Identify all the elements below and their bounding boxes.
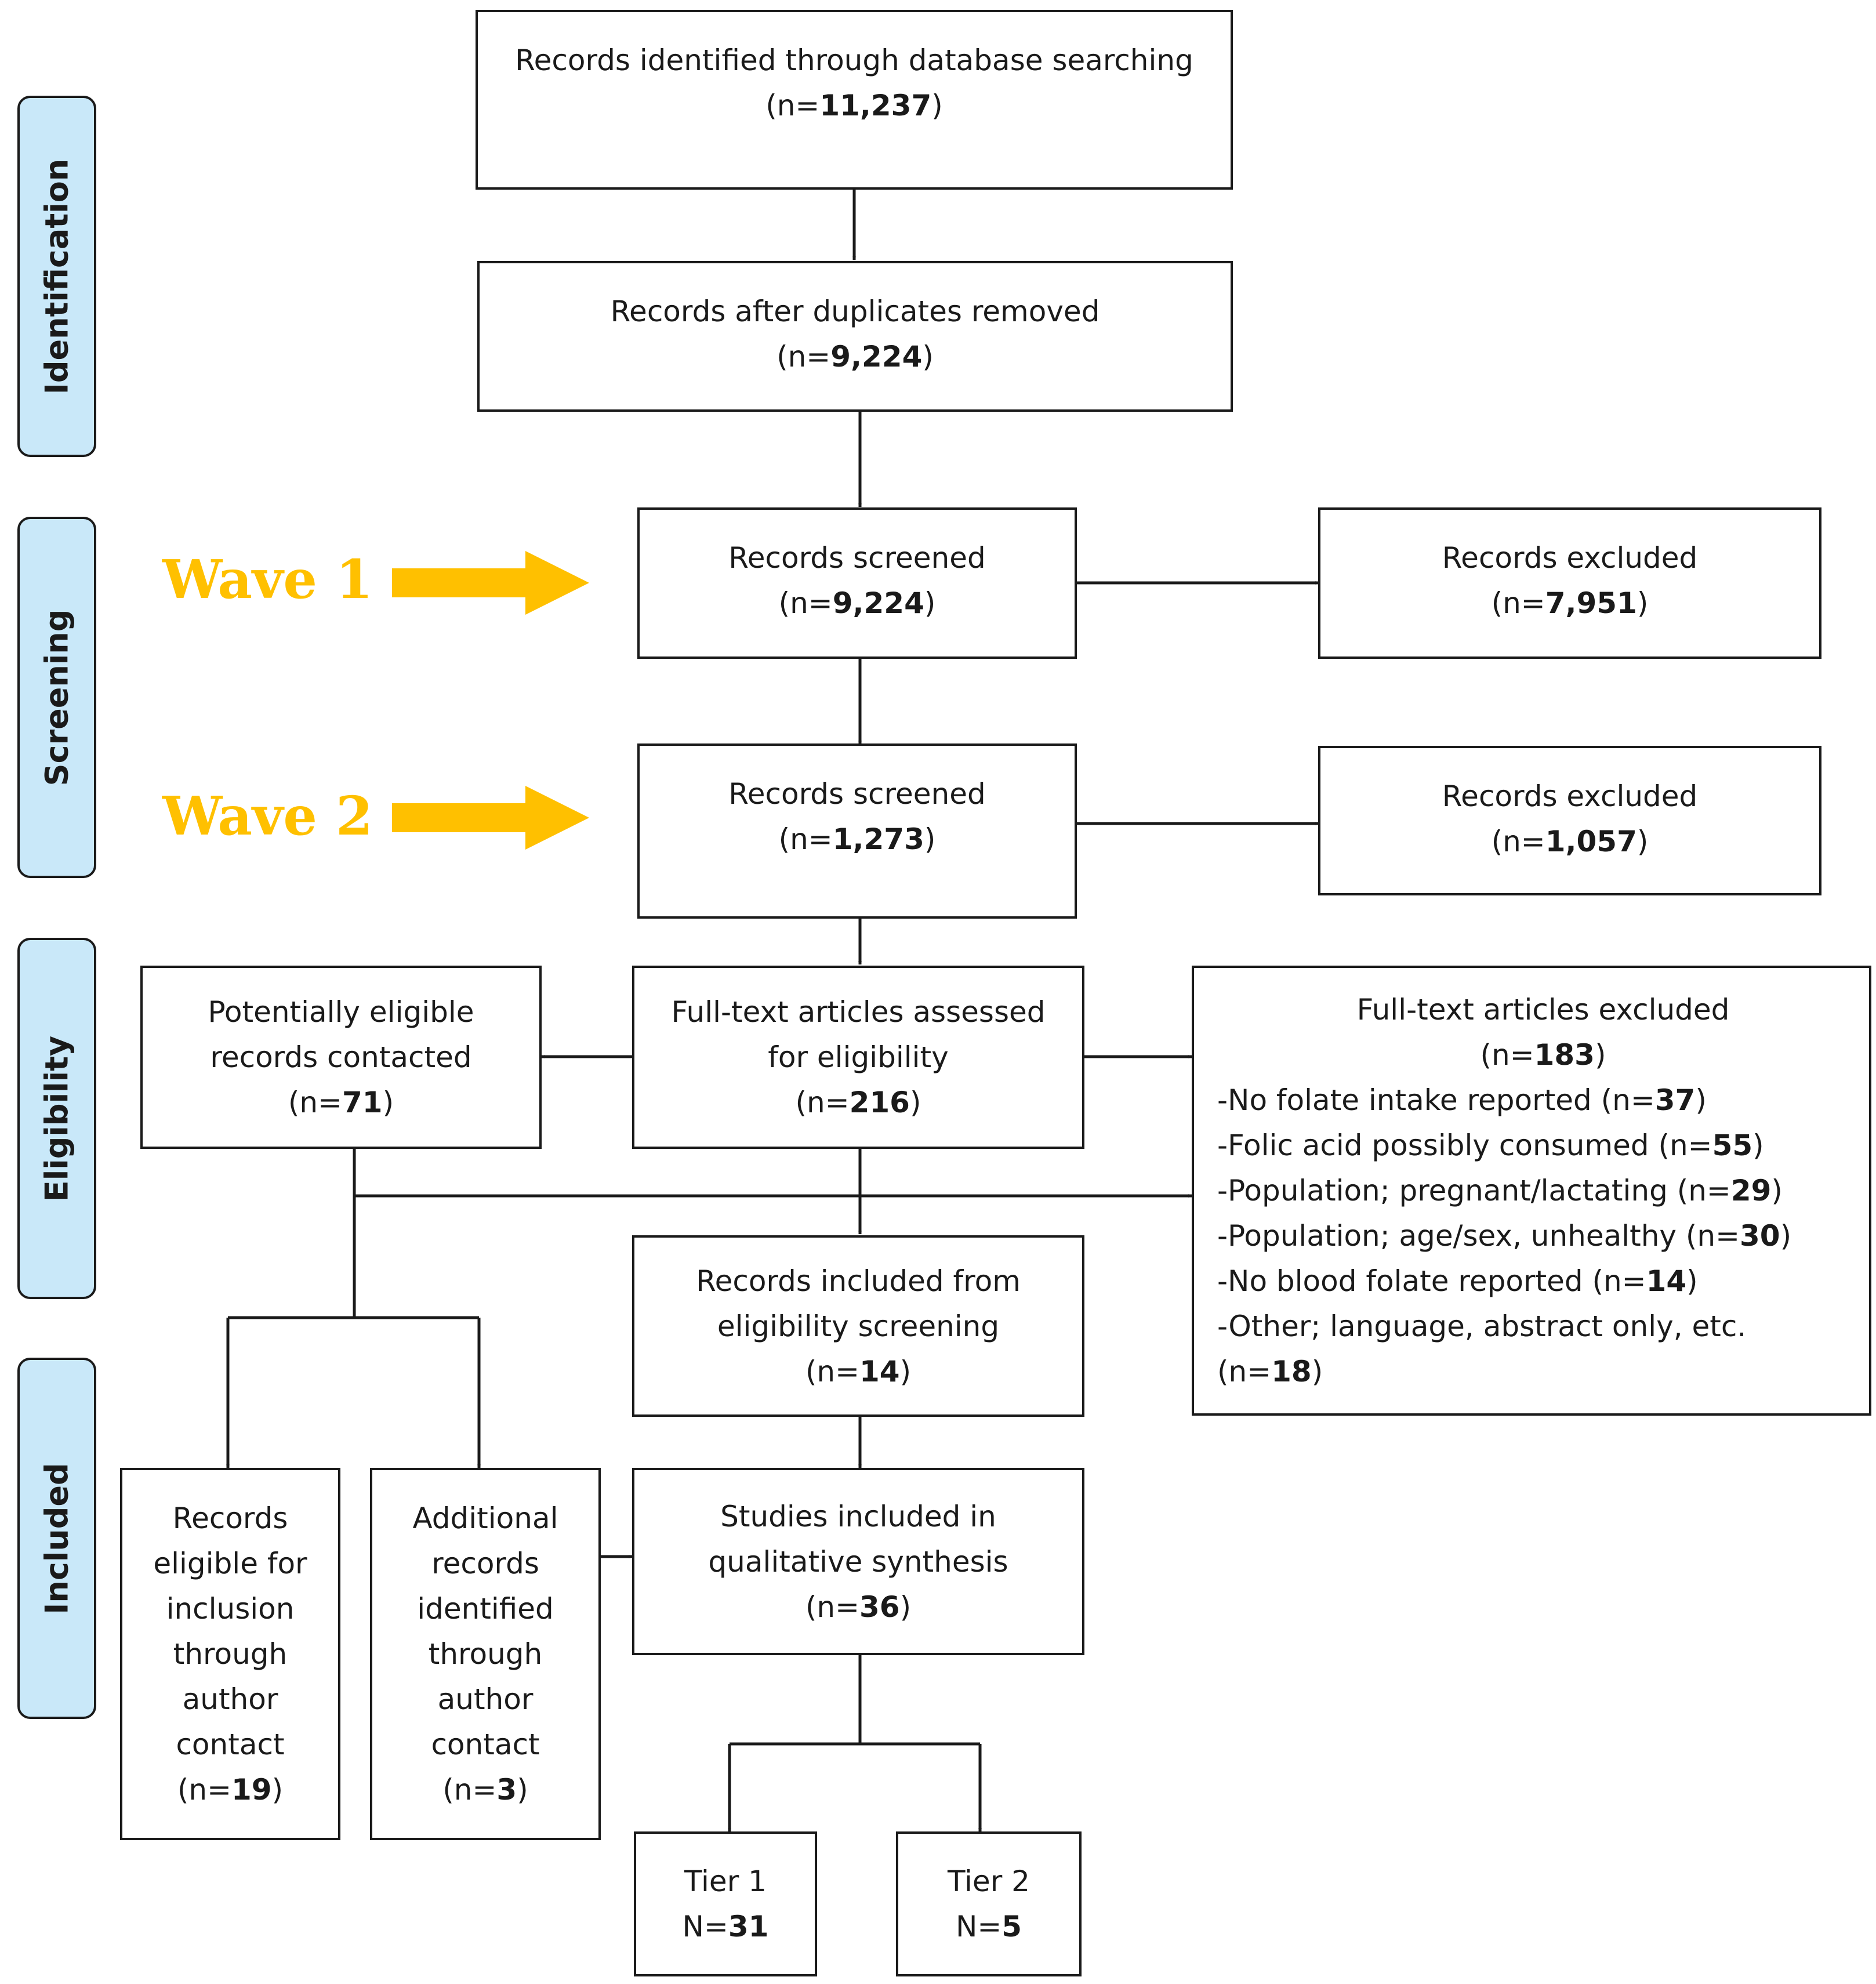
node-screened-w1: Records screened (n=9,224) <box>637 507 1077 659</box>
exclusion-reason: -Population; pregnant/lactating (n=29) <box>1217 1174 1783 1207</box>
node-count: N=5 <box>955 1910 1022 1943</box>
stage-screening: Screening <box>17 517 96 878</box>
node-count: (n=216) <box>795 1086 921 1119</box>
node-count: (n=71) <box>288 1086 394 1119</box>
node-count: (n=19) <box>177 1773 284 1807</box>
stage-identification: Identification <box>17 96 96 457</box>
node-count: (n=9,224) <box>778 586 936 620</box>
node-count: (n=3) <box>442 1773 528 1807</box>
stage-label: Included <box>38 1462 75 1615</box>
node-screened-w2: Records screened (n=1,273) <box>637 743 1077 919</box>
wave-1-arrow-icon <box>392 551 589 615</box>
wave-2-arrow-icon <box>392 786 589 850</box>
node-deduplicated: Records after duplicates removed (n=9,22… <box>477 261 1233 412</box>
node-tier1: Tier 1 N=31 <box>634 1831 817 1976</box>
node-count: (n=9,224) <box>776 340 934 373</box>
exclusion-reason: (n=18) <box>1217 1355 1323 1388</box>
stage-label: Eligibility <box>38 1035 75 1202</box>
node-count: (n=183) <box>1480 1038 1606 1072</box>
node-excluded-w2: Records excluded (n=1,057) <box>1318 746 1821 895</box>
node-author-contact-additional: Additional records identified through au… <box>370 1468 601 1840</box>
node-count: (n=11,237) <box>765 89 943 122</box>
node-count: (n=7,951) <box>1491 586 1649 620</box>
node-fulltext-excluded: Full-text articles excluded (n=183) -No … <box>1192 966 1871 1416</box>
node-included-eligibility: Records included from eligibility screen… <box>632 1235 1084 1417</box>
stage-label: Identification <box>38 158 75 394</box>
stage-label: Screening <box>38 609 75 786</box>
wave-2-label: Wave 2 <box>162 785 373 847</box>
node-count: (n=1,057) <box>1491 825 1649 858</box>
node-count: (n=1,273) <box>778 822 936 856</box>
node-count: (n=36) <box>805 1590 912 1624</box>
node-contacted: Potentially eligible records contacted (… <box>140 966 542 1149</box>
wave-1-label: Wave 1 <box>162 548 373 611</box>
exclusion-reason: -No folate intake reported (n=37) <box>1217 1083 1707 1117</box>
exclusion-reason: -No blood folate reported (n=14) <box>1217 1264 1698 1298</box>
exclusion-reason: -Folic acid possibly consumed (n=55) <box>1217 1129 1764 1162</box>
exclusion-reason: -Population; age/sex, unhealthy (n=30) <box>1217 1219 1792 1253</box>
node-excluded-w1: Records excluded (n=7,951) <box>1318 507 1821 659</box>
stage-eligibility: Eligibility <box>17 938 96 1299</box>
node-fulltext: Full-text articles assessed for eligibil… <box>632 966 1084 1149</box>
node-author-contact-eligible: Records eligible for inclusion through a… <box>120 1468 340 1840</box>
node-count: N=31 <box>682 1910 769 1943</box>
node-synthesis: Studies included in qualitative synthesi… <box>632 1468 1084 1655</box>
node-count: (n=14) <box>805 1354 912 1388</box>
node-identified: Records identified through database sear… <box>476 10 1233 190</box>
edge-synthesis-branch <box>730 1654 980 1746</box>
node-tier2: Tier 2 N=5 <box>896 1831 1082 1976</box>
stage-included: Included <box>17 1358 96 1719</box>
edge-contacted-branch <box>228 1148 479 1319</box>
exclusion-reason: -Other; language, abstract only, etc. <box>1217 1310 1747 1343</box>
